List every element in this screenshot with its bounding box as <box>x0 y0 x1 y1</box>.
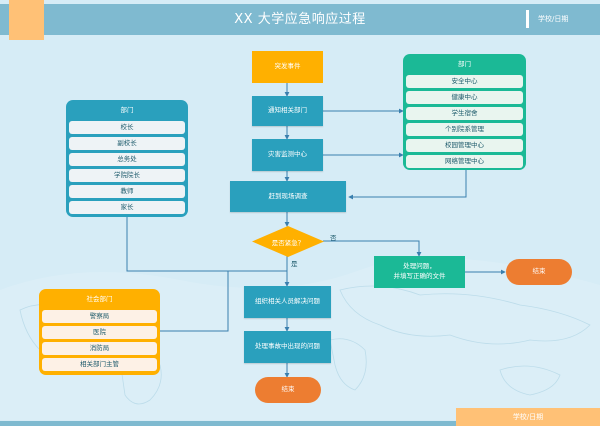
footer-strip <box>0 421 600 426</box>
disaster-monitor-node[interactable]: 灾害监测中心 <box>252 139 323 171</box>
end-node-bottom[interactable]: 结束 <box>255 377 321 403</box>
footer-school-date: 学校/日期 <box>456 408 600 426</box>
end-right-label: 结束 <box>532 267 546 276</box>
social-departments-title: 社会部门 <box>86 295 113 303</box>
page-title: XX 大学应急响应过程 <box>234 12 366 27</box>
service-dept-item[interactable]: 安全中心 <box>406 75 523 88</box>
social-dept-item[interactable]: 警察局 <box>42 310 157 323</box>
handle-accident-node[interactable]: 处理事故中出现的问题 <box>244 331 331 363</box>
school-dept-item[interactable]: 总务处 <box>69 153 185 166</box>
end-bottom-label: 结束 <box>281 385 295 394</box>
handle-and-file-label-line2: 并填写正确的文件 <box>393 272 446 280</box>
service-dept-item[interactable]: 网络管理中心 <box>406 155 523 168</box>
connector-decision-no <box>323 240 422 257</box>
start-event-label: 突发事件 <box>274 62 301 71</box>
organize-personnel-node[interactable]: 组织相关人员解决问题 <box>244 286 331 318</box>
service-departments-title: 部门 <box>458 60 471 68</box>
service-dept-item[interactable]: 个别院系管理 <box>406 123 523 136</box>
onsite-investigation-node[interactable]: 赶到现场调查 <box>230 181 346 212</box>
decision-no-label: 否 <box>330 234 337 242</box>
header-accent-block <box>9 0 44 40</box>
school-dept-item[interactable]: 家长 <box>69 201 185 214</box>
service-dept-item[interactable]: 健康中心 <box>406 91 523 104</box>
social-dept-item[interactable]: 消防局 <box>42 342 157 355</box>
school-dept-item[interactable]: 学院院长 <box>69 169 185 182</box>
disaster-monitor-label: 灾害监测中心 <box>268 150 307 159</box>
organize-personnel-label: 组织相关人员解决问题 <box>255 297 320 306</box>
social-departments-panel: 社会部门 警察局 医院 消防局 相关部门主管 <box>39 289 160 375</box>
social-dept-item[interactable]: 相关部门主管 <box>42 358 157 371</box>
school-departments-panel: 部门 校长 副校长 总务处 学院院长 教师 家长 <box>66 100 188 217</box>
connector-service-onsite <box>348 170 467 200</box>
school-dept-item[interactable]: 教师 <box>69 185 185 198</box>
urgent-decision-node[interactable]: 是否紧急？ <box>252 226 324 257</box>
handle-and-file-label-line1: 处理问题， <box>403 262 436 271</box>
service-dept-item[interactable]: 校园管理中心 <box>406 139 523 152</box>
notify-departments-label: 通知相关部门 <box>268 106 307 115</box>
header-school-date: 学校/日期 <box>538 15 569 23</box>
start-event-node[interactable]: 突发事件 <box>252 51 323 83</box>
connector-social-link <box>160 271 229 332</box>
service-dept-item[interactable]: 学生宿舍 <box>406 107 523 120</box>
header-bar <box>0 4 600 35</box>
urgent-decision-label: 是否紧急？ <box>271 238 305 247</box>
notify-departments-node[interactable]: 通知相关部门 <box>252 96 323 126</box>
header-divider <box>526 10 529 28</box>
handle-accident-label: 处理事故中出现的问题 <box>255 342 320 351</box>
school-dept-item[interactable]: 校长 <box>69 121 185 134</box>
social-dept-item[interactable]: 医院 <box>42 326 157 339</box>
decision-diamond-shape <box>252 226 324 257</box>
onsite-investigation-label: 赶到现场调查 <box>268 191 308 200</box>
decision-yes-label: 是 <box>291 260 298 268</box>
connector-school-to-flow <box>126 217 287 272</box>
service-departments-panel: 部门 安全中心 健康中心 学生宿舍 个别院系管理 校园管理中心 网络管理中心 <box>403 54 526 170</box>
end-node-right[interactable]: 结束 <box>506 259 572 285</box>
school-departments-title: 部门 <box>120 106 134 114</box>
handle-and-file-node[interactable]: 处理问题， 并填写正确的文件 <box>374 256 465 288</box>
school-dept-item[interactable]: 副校长 <box>69 137 185 150</box>
